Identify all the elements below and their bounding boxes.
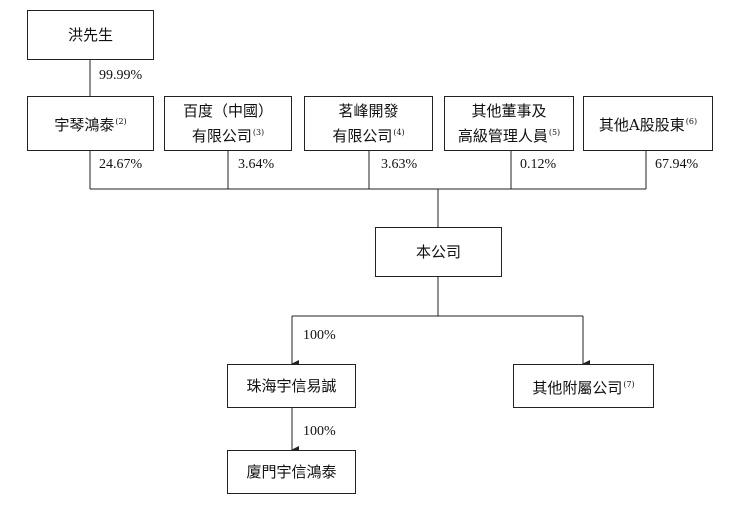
node-mingfeng: 茗峰開發 有限公司(4) [304,96,433,151]
node-xiamen: 廈門宇信鴻泰 [227,450,356,494]
node-mingfeng-line1: 茗峰開發 [338,101,399,120]
pct-directors: 0.12% [520,157,557,172]
node-yuqin-note: (2) [115,117,127,126]
node-baidu: 百度（中國） 有限公司(3) [164,96,292,151]
node-zhuhai-label: 珠海宇信易誠 [246,376,337,395]
node-other-a-note: (6) [685,117,698,126]
pct-other-a: 67.94% [655,157,699,172]
node-directors-line1: 其他董事及 [471,101,547,120]
node-baidu-line1: 百度（中國） [182,101,273,120]
node-baidu-note: (3) [252,127,265,137]
node-mingfeng-line2: 有限公司 [332,126,393,145]
pct-hong-yuqin: 99.99% [99,68,143,83]
node-directors-note: (5) [548,127,561,137]
node-other-subsidiaries-label: 其他附屬公司 [532,378,623,397]
node-yuqin-label: 宇琴鴻泰 [54,116,115,134]
pct-company-zhuhai: 100% [303,328,336,343]
node-mr-hong: 洪先生 [27,10,154,60]
node-directors: 其他董事及 高級管理人員(5) [444,96,574,151]
node-directors-line2: 高級管理人員 [457,126,548,145]
node-other-a-label: 其他A股股東 [598,116,685,134]
pct-yuqin: 24.67% [99,157,143,172]
node-xiamen-label: 廈門宇信鴻泰 [246,462,337,481]
pct-zhuhai-xiamen: 100% [303,424,336,439]
node-company: 本公司 [375,227,502,277]
node-other-a: 其他A股股東(6) [583,96,713,151]
node-baidu-line2: 有限公司 [191,126,252,145]
node-company-label: 本公司 [415,242,461,261]
node-yuqin: 宇琴鴻泰(2) [27,96,154,151]
node-mr-hong-label: 洪先生 [67,25,113,44]
pct-baidu: 3.64% [238,157,275,172]
node-other-subsidiaries: 其他附屬公司(7) [513,364,654,408]
pct-mingfeng: 3.63% [381,157,418,172]
node-mingfeng-note: (4) [393,127,405,137]
node-zhuhai: 珠海宇信易誠 [227,364,356,408]
node-other-subsidiaries-note: (7) [623,379,635,389]
